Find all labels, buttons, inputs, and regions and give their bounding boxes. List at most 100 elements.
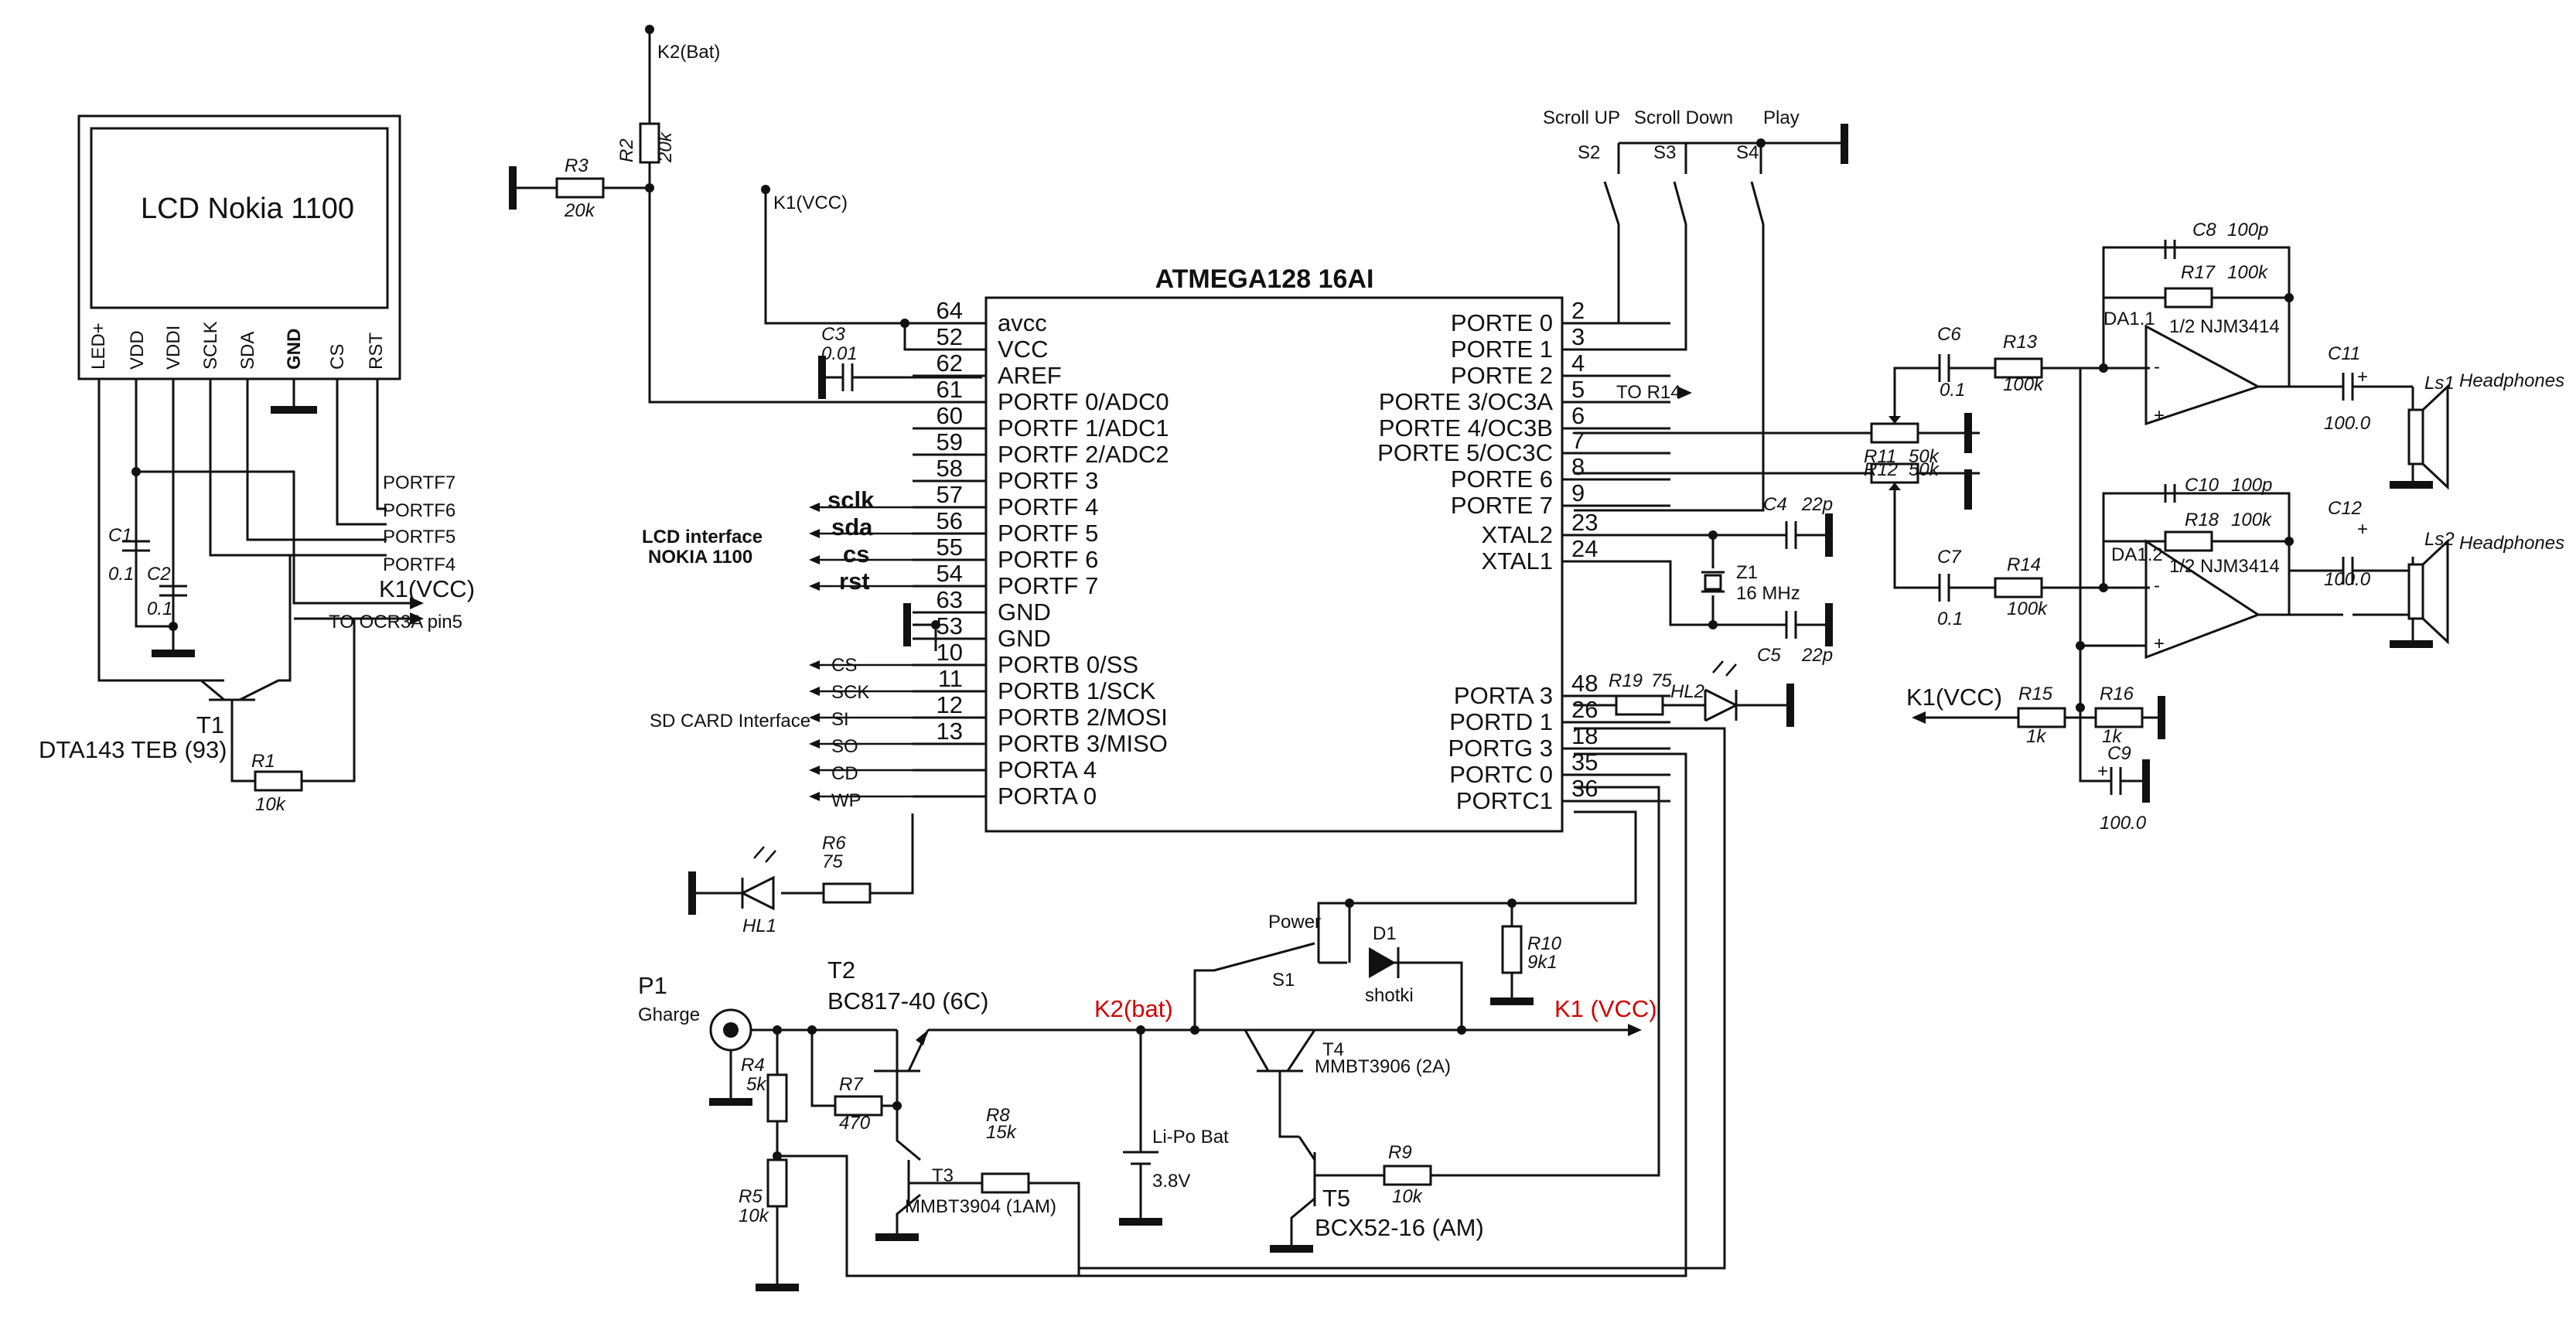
- resistor-r18: [2164, 530, 2213, 552]
- pin-name: PORTB 1/SCK: [998, 677, 1156, 704]
- c11-value: 100.0: [2324, 413, 2371, 434]
- pin-number: 24: [1571, 535, 1598, 562]
- hl1-led: R6 75 HL1: [688, 813, 914, 936]
- to-r14-label: TO R14: [1616, 382, 1681, 403]
- pin-name: PORTB 0/SS: [998, 651, 1138, 678]
- diode-d1: [1369, 947, 1396, 978]
- junction: [900, 319, 909, 328]
- pin-name: PORTF 2/ADC2: [998, 441, 1169, 468]
- ground-symbol: [2142, 759, 2150, 803]
- pin-number: 64: [937, 297, 963, 324]
- hl2-label: HL2: [1670, 681, 1704, 702]
- vcc-label: K1(VCC): [379, 575, 475, 602]
- t5-type: BCX52-16 (AM): [1315, 1214, 1484, 1241]
- pin-name: XTAL2: [1482, 521, 1553, 548]
- port-label: PORTF6: [383, 500, 455, 521]
- c9-value: 100.0: [2100, 813, 2147, 834]
- transistor-t5: [1290, 786, 1660, 1245]
- capacitor-c8: [2164, 240, 2176, 259]
- p1-label: P1: [638, 972, 667, 999]
- signal-label: sda: [831, 513, 873, 541]
- junction: [1708, 530, 1718, 540]
- potentiometer-r11: [1870, 422, 1919, 444]
- pin-number: 56: [937, 507, 963, 534]
- k2bat-rail-label: K2(bat): [1094, 995, 1173, 1022]
- resistor-r3: [555, 177, 605, 199]
- resistor-r6: [822, 882, 872, 904]
- arrow-icon: [1888, 416, 1901, 424]
- c12-label: C12: [2328, 498, 2362, 519]
- pin-name: PORTC 0: [1449, 761, 1553, 788]
- wire: [97, 379, 224, 682]
- ground-symbol: [688, 871, 696, 915]
- resistor-r1: [254, 770, 303, 792]
- arrow-icon: [410, 612, 424, 625]
- pin-name: PORTA 3: [1454, 682, 1553, 709]
- transistor-t3: [896, 1106, 1080, 1276]
- lcd-if-title: LCD interface: [642, 527, 763, 547]
- c3-label: C3: [821, 324, 845, 345]
- k1vcc-label: K1(VCC): [773, 193, 848, 213]
- r4-label: R4: [741, 1055, 765, 1076]
- switch-ref: S2: [1578, 142, 1600, 163]
- wire: [1893, 504, 2150, 589]
- arrow-icon: [1888, 483, 1901, 490]
- junction: [931, 620, 940, 629]
- r11-label: R11: [1864, 446, 1896, 467]
- r12-label: R12: [1864, 459, 1898, 480]
- da12-label: DA1.2: [2111, 544, 2163, 565]
- ground-symbol: [152, 650, 195, 657]
- pin-name: PORTE 1: [1451, 336, 1553, 363]
- feedback: [2102, 492, 2291, 615]
- signal-label: cs: [843, 541, 869, 568]
- wire: [1079, 727, 1726, 1270]
- arrow-icon: [809, 555, 820, 564]
- lcd-interface: LCD interface NOKIA 1100 sclk sda cs rst: [642, 486, 875, 595]
- button-label: Scroll UP: [1543, 107, 1620, 128]
- pin-number: 26: [1571, 696, 1598, 723]
- hl1-label: HL1: [742, 916, 776, 936]
- c4-value: 22p: [1801, 494, 1833, 515]
- pin-name: XTAL1: [1482, 547, 1553, 575]
- r7-value: 470: [839, 1113, 871, 1134]
- r17-label: R17: [2181, 262, 2216, 283]
- r13-value: 100k: [2003, 374, 2045, 395]
- r15-value: 1k: [2026, 726, 2047, 747]
- lcd-screen: [90, 127, 389, 309]
- resistor-r14: [1994, 577, 2043, 598]
- pin-name: PORTF 4: [998, 493, 1098, 520]
- capacitor-c7: [1938, 574, 1950, 602]
- wire: [1317, 810, 1637, 963]
- pin-number: 11: [938, 665, 963, 692]
- headphones-label: Headphones: [2459, 533, 2564, 554]
- t3-label: T3: [932, 1165, 954, 1186]
- lcd-title: LCD Nokia 1100: [141, 193, 354, 225]
- r9-value: 10k: [1392, 1186, 1424, 1207]
- r4-value: 5k: [746, 1074, 767, 1095]
- pin-number: 5: [1571, 376, 1585, 403]
- pin-name: VCC: [998, 336, 1048, 363]
- r14-value: 100k: [2007, 598, 2049, 619]
- c1-label: C1: [108, 525, 132, 546]
- arrow-icon: [809, 660, 820, 670]
- sd-signal-label: WP: [831, 790, 862, 811]
- potentiometer-r12: [1870, 462, 1919, 484]
- ground-symbol: [1490, 998, 1534, 1005]
- pin-name: PORTA 0: [998, 783, 1097, 810]
- c10-value: 100p: [2231, 475, 2272, 496]
- wire: [648, 29, 982, 404]
- pin-name: PORTE 7: [1451, 492, 1553, 519]
- wire: [1617, 142, 1841, 174]
- capacitor-c12: [2258, 557, 2413, 616]
- pin-name: PORTE 6: [1451, 466, 1553, 493]
- resistor-r10: [1501, 925, 1523, 974]
- pin-number: 59: [937, 428, 963, 455]
- arrow-icon: [809, 766, 820, 775]
- r18-value: 100k: [2231, 510, 2273, 530]
- wire: [230, 619, 356, 783]
- arrow-icon: [1678, 387, 1692, 399]
- da11-label: DA1.1: [2103, 309, 2155, 329]
- k1vcc-rail-label: K1 (VCC): [1554, 995, 1657, 1022]
- capacitor-c3: [826, 363, 982, 391]
- pin-name: PORTE 5/OC3C: [1377, 439, 1553, 466]
